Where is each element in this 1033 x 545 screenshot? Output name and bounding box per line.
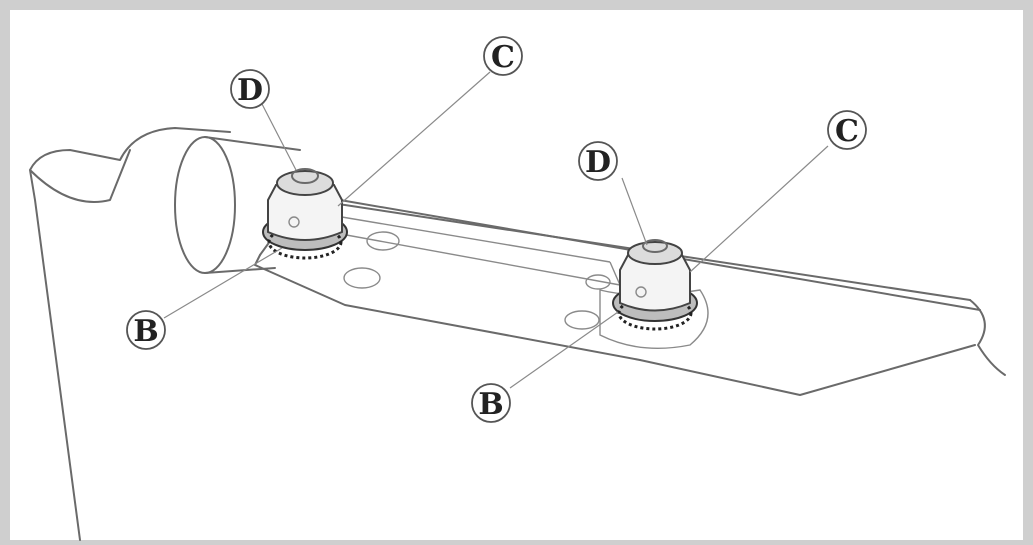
callout-B-right: B: [471, 383, 511, 423]
hole: [585, 274, 611, 290]
callout-label: D: [585, 145, 611, 180]
leader-line-D1: [261, 103, 297, 171]
callout-D-left: D: [230, 69, 270, 109]
leader-line-B2: [509, 311, 619, 389]
fastener-assembly-right: [612, 239, 698, 331]
callout-label: C: [491, 40, 515, 75]
leader-line-B1: [163, 247, 283, 319]
callout-label: D: [237, 73, 263, 108]
nut: [267, 184, 343, 241]
callout-C-left: C: [483, 36, 523, 76]
callout-label: B: [478, 387, 503, 422]
leader-line-C2: [689, 145, 829, 273]
bracket-outline: [29, 127, 231, 541]
callout-B-left: B: [126, 310, 166, 350]
callout-C-right: C: [827, 110, 867, 150]
callout-D-right: D: [578, 141, 618, 181]
bolt-head: [291, 168, 319, 184]
leader-line-D2: [621, 177, 648, 246]
fastener-assembly-left: [262, 168, 348, 260]
leader-line-C1: [337, 71, 491, 207]
callout-label: C: [835, 114, 859, 149]
nut: [619, 254, 691, 312]
hole: [343, 267, 381, 289]
hole: [564, 310, 600, 330]
bolt-head: [642, 239, 668, 253]
callout-label: B: [133, 314, 158, 349]
nut-mark: [635, 286, 647, 298]
nut-mark: [288, 216, 300, 228]
hole: [366, 231, 400, 251]
